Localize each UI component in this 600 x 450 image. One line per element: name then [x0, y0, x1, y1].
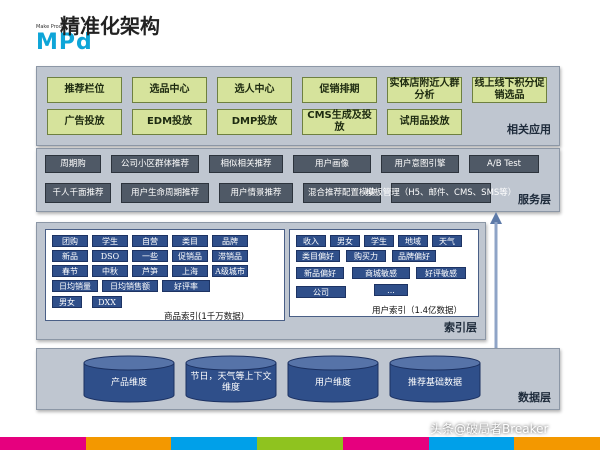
data-store-cylinder: 产品维度	[83, 355, 175, 403]
index-tag: 滞销品	[212, 250, 248, 262]
watermark: 头条@破局者Breaker	[430, 422, 549, 436]
footer-color-segment	[171, 437, 258, 450]
service-box: A/B Test	[469, 155, 539, 173]
service-box: 用户情景推荐	[219, 183, 293, 203]
app-box: DMP投放	[217, 109, 292, 135]
data-store-cylinder: 推荐基础数据	[389, 355, 481, 403]
index-tag: 类目	[172, 235, 208, 247]
app-box: 选人中心	[217, 77, 292, 103]
index-tag: 促销品	[172, 250, 208, 262]
data-store-label: 用户维度	[314, 377, 351, 388]
app-layer-label: 相关应用	[507, 123, 551, 136]
index-tag: 好评率	[162, 280, 210, 292]
data-layer-label: 数据层	[518, 391, 551, 404]
footer-color-segment	[257, 437, 343, 450]
footer-color-segment	[342, 437, 429, 450]
user-index-panel: 收入男女学生地域天气类目偏好购买力品牌偏好新品偏好商城敏感好评敏感公司... 用…	[289, 229, 479, 317]
index-tag: 收入	[296, 235, 326, 247]
index-tag: 购买力	[346, 250, 386, 262]
service-box: 相似相关推荐	[209, 155, 283, 173]
service-box: 周期购	[45, 155, 101, 173]
index-tag: 新品	[52, 250, 88, 262]
service-layer: 周期购公司小区群体推荐相似相关推荐用户画像用户意图引擎 A/B Test 千人千面…	[36, 148, 560, 212]
index-tag: 日均销售额	[102, 280, 158, 292]
logo-mark: MPd	[36, 30, 93, 55]
logo: Make Prod MPd	[36, 14, 106, 55]
index-tag: 品牌偏好	[392, 250, 436, 262]
index-tag: 春节	[52, 265, 88, 277]
data-store-cylinder: 节日，天气等上下文维度	[185, 355, 277, 403]
app-box: 推荐栏位	[47, 77, 122, 103]
index-tag: 日均销量	[52, 280, 98, 292]
page-title: 精准化架构	[60, 14, 160, 38]
data-store-cylinder: 用户维度	[287, 355, 379, 403]
service-box: 公司小区群体推荐	[111, 155, 199, 173]
footer-color-segment	[85, 437, 172, 450]
footer-color-bar	[0, 437, 600, 450]
service-box: 混合推荐配置模块	[303, 183, 381, 203]
app-box: 选品中心	[132, 77, 207, 103]
service-layer-label: 服务层	[518, 193, 551, 206]
index-tag: 中秋	[92, 265, 128, 277]
up-arrow-icon	[490, 212, 502, 352]
index-tag: 类目偏好	[296, 250, 340, 262]
service-box: 用户生命周期推荐	[121, 183, 209, 203]
app-box: 线上线下积分促销选品	[472, 77, 547, 103]
footer-color-segment	[514, 437, 600, 450]
service-box: 千人千面推荐	[45, 183, 111, 203]
index-tag: DSO	[92, 250, 128, 262]
data-store-label: 节日，天气等上下文维度	[190, 372, 272, 393]
index-tag: ...	[374, 284, 408, 296]
index-tag: 自营	[132, 235, 168, 247]
app-layer: 推荐栏位选品中心选人中心促销排期实体店附近人群分析线上线下积分促销选品 广告投放…	[36, 66, 560, 146]
product-index-panel: 团购学生自营类目品牌新品 DSO 一些促销品滞销品春节中秋芦笋上海 A级城市日均销量日…	[45, 229, 285, 322]
app-box: 促销排期	[302, 77, 377, 103]
service-box: 用户画像	[293, 155, 371, 173]
index-tag: 新品偏好	[296, 267, 344, 279]
service-box: 模板管理（H5、邮件、CMS、SMS等）	[366, 183, 516, 203]
index-tag: 男女	[52, 296, 82, 308]
app-box: CMS生成及投放	[302, 109, 377, 135]
index-tag: 团购	[52, 235, 88, 247]
index-tag: 品牌	[212, 235, 248, 247]
index-tag: 商城敏感	[352, 267, 410, 279]
footer-color-segment	[0, 437, 86, 450]
service-box: 用户意图引擎	[381, 155, 459, 173]
index-tag: 男女	[330, 235, 360, 247]
index-tag: 好评敏感	[416, 267, 466, 279]
index-layer-label: 索引层	[444, 321, 477, 334]
index-tag: 上海	[172, 265, 208, 277]
index-tag: 芦笋	[132, 265, 168, 277]
index-tag: 地域	[398, 235, 428, 247]
user-index-caption: 用户索引（1.4亿数据）	[372, 306, 463, 316]
app-box: 实体店附近人群分析	[387, 77, 462, 103]
index-tag: 学生	[364, 235, 394, 247]
app-box: 试用品投放	[387, 109, 462, 135]
index-tag: 学生	[92, 235, 128, 247]
index-tag: A级城市	[212, 265, 248, 277]
data-store-label: 产品维度	[110, 377, 147, 388]
logo-small-text: Make Prod	[36, 24, 62, 30]
index-tag: 公司	[296, 286, 346, 298]
app-box: EDM投放	[132, 109, 207, 135]
index-tag: 一些	[132, 250, 168, 262]
index-tag: DXX	[92, 296, 122, 308]
product-index-caption: 商品索引(1千万数据)	[164, 312, 245, 322]
data-store-label: 推荐基础数据	[407, 377, 462, 388]
app-box: 广告投放	[47, 109, 122, 135]
index-tag: 天气	[432, 235, 462, 247]
footer-color-segment	[428, 437, 515, 450]
data-layer: 产品维度 节日，天气等上下文维度 用户维度 推荐基础数据 数据层	[36, 348, 560, 410]
